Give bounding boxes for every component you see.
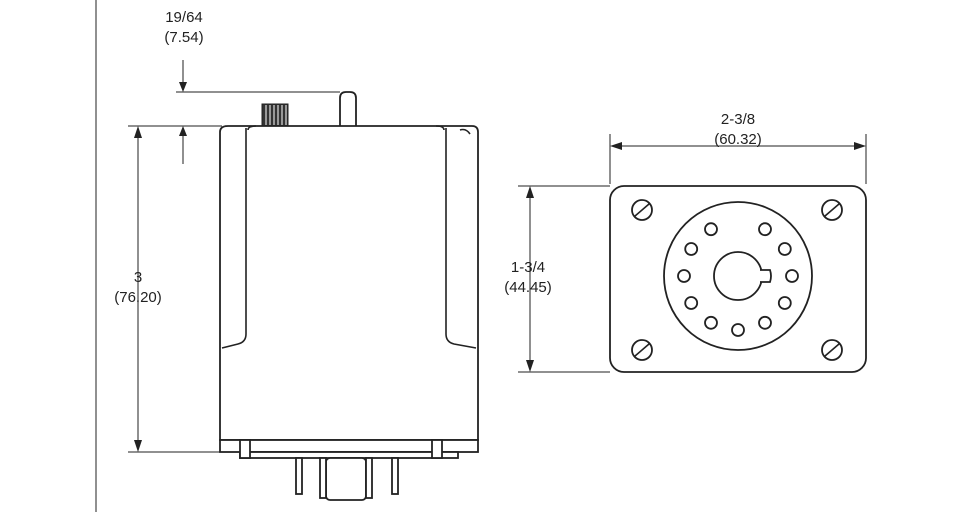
pin-offset-fraction: 19/64: [165, 9, 203, 26]
socket-pin-hole: [758, 315, 772, 330]
height-fraction: 3: [134, 269, 142, 286]
width-arrowhead-left: [610, 142, 622, 150]
side-view: 19/64 (7.54) 3 (76.20): [114, 9, 479, 501]
height-arrowhead-top: [134, 126, 142, 138]
width-fraction: 2-3/8: [721, 111, 755, 128]
base-foot-left: [239, 439, 251, 459]
screw-top-right: [821, 199, 843, 221]
socket-pin-hole: [704, 315, 718, 330]
bottom-view: 2-3/8 (60.32) 1-3/4 (44.45): [504, 111, 867, 373]
socket-pin-hole: [704, 222, 718, 237]
socket-pin-hole: [731, 323, 745, 337]
height-arrowhead-bottom: [134, 440, 142, 452]
height-metric: (76.20): [114, 289, 162, 306]
pin-offset-arrowhead-top: [179, 82, 187, 92]
screw-bottom-left: [631, 339, 653, 361]
pin-offset-metric: (7.54): [164, 29, 203, 46]
housing-cover-outline: [221, 128, 247, 349]
depth-arrowhead-top: [526, 186, 534, 198]
socket-pin-holes: [677, 222, 799, 337]
housing-top-curve: [247, 125, 257, 131]
housing-right-curve: [435, 125, 471, 135]
socket-pin-hole: [677, 269, 691, 283]
socket-pin-hole: [777, 296, 792, 310]
knob-ridges: [265, 105, 287, 125]
socket-key-notch: [760, 269, 772, 283]
base-foot-right: [431, 439, 443, 459]
socket-pin-hole: [758, 222, 772, 237]
socket-pin-hole: [777, 242, 792, 256]
pin-offset-arrowhead-bottom: [179, 126, 187, 136]
socket-center-hole: [713, 251, 763, 301]
screw-bottom-right: [821, 339, 843, 361]
housing-cover-outline-right: [445, 128, 477, 349]
depth-fraction: 1-3/4: [511, 259, 545, 276]
socket-key: [325, 457, 367, 501]
relay-housing: [219, 125, 479, 441]
depth-metric: (44.45): [504, 279, 552, 296]
top-pin: [339, 91, 357, 126]
terminal-pins: [295, 457, 399, 499]
socket-pin-hole: [785, 269, 799, 283]
width-arrowhead-right: [854, 142, 866, 150]
mounting-screws: [631, 199, 843, 361]
socket-pin-hole: [684, 242, 699, 256]
socket-pin-hole: [684, 296, 699, 310]
width-metric: (60.32): [714, 131, 762, 148]
screw-top-left: [631, 199, 653, 221]
depth-arrowhead-bottom: [526, 360, 534, 372]
